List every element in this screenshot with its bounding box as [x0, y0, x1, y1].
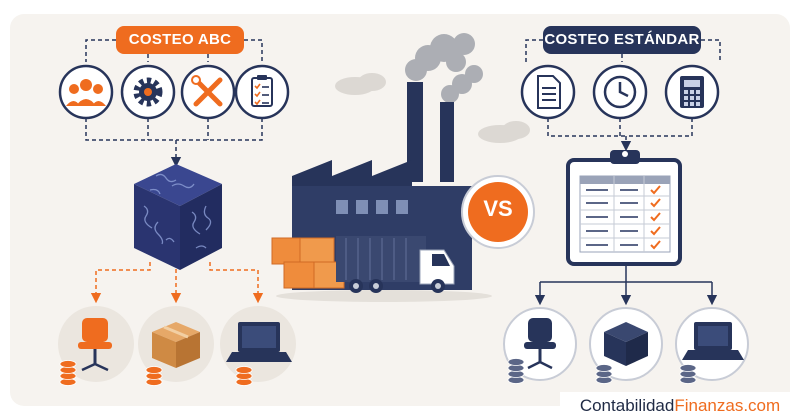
puzzle-cube-icon: [134, 164, 222, 270]
people-icon: [58, 64, 114, 120]
vs-label: VS: [483, 196, 513, 221]
clipboard-checklist-icon: [234, 64, 290, 120]
standard-output-box: [589, 307, 663, 384]
coin-stack-icon: [235, 366, 253, 386]
document-icon: [520, 64, 576, 120]
brand-watermark: ContabilidadFinanzas.com: [560, 392, 800, 420]
abc-title-badge: COSTEO ABC: [116, 26, 244, 54]
abc-output-chair: [58, 306, 134, 386]
box-icon: [604, 322, 648, 366]
laptop-icon: [682, 322, 744, 360]
cardboard-box-icon: [152, 322, 200, 368]
coin-stack-icon: [145, 366, 163, 386]
standard-connectors: [525, 39, 721, 152]
office-chair-icon: [78, 318, 112, 372]
abc-output-box: [138, 306, 214, 386]
standard-output-chair: [503, 307, 577, 384]
tools-icon: [180, 64, 236, 120]
smoke-icon: [405, 33, 483, 103]
abc-output-connectors: [90, 262, 264, 304]
cloud-icon: [335, 73, 530, 143]
calculator-icon: [664, 64, 720, 120]
clock-icon: [592, 64, 648, 120]
brand-part-1: Contabilidad: [579, 396, 675, 415]
factory-with-truck-icon: [271, 33, 530, 302]
standard-title-badge: COSTEO ESTÁNDAR: [543, 26, 701, 54]
vs-badge: [461, 175, 535, 249]
standard-output-connectors: [534, 264, 718, 306]
coin-stack-icon: [595, 364, 613, 384]
brand-part-2: Finanzas.com: [674, 396, 781, 415]
coin-stack-icon: [59, 360, 77, 386]
standard-output-laptop: [675, 307, 749, 384]
abc-connectors: [85, 39, 263, 168]
clipboard-table-icon: [566, 150, 682, 266]
coin-stack-icon: [507, 358, 525, 384]
coin-stack-icon: [679, 364, 697, 384]
abc-output-laptop: [220, 306, 296, 386]
office-chair-icon: [524, 318, 556, 370]
laptop-icon: [226, 322, 292, 362]
gear-icon: [120, 64, 176, 120]
